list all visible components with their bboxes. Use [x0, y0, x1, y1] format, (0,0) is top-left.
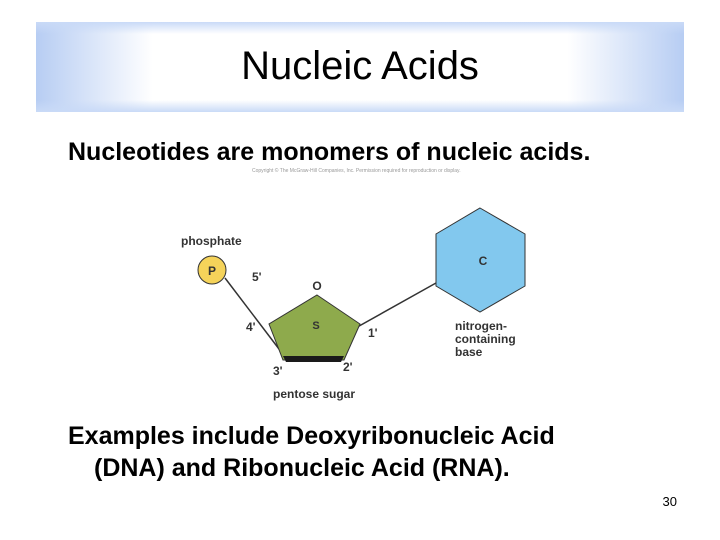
- phosphate-label: phosphate: [181, 234, 242, 248]
- carbon-2-label: 2': [343, 360, 353, 374]
- oxygen-label: O: [312, 279, 321, 293]
- sugar-base-bond: [351, 282, 437, 331]
- carbon-4-label: 4': [246, 320, 256, 334]
- base-symbol: C: [479, 254, 488, 268]
- phosphate-symbol: P: [208, 264, 216, 278]
- slide-title: Nucleic Acids: [241, 44, 479, 88]
- slide-subtitle: Nucleotides are monomers of nucleic acid…: [68, 138, 591, 166]
- nitrogen-base-shape: [435, 207, 526, 313]
- sugar-bottom-edge: [283, 356, 344, 362]
- sugar-symbol: S: [312, 320, 319, 332]
- carbon-1-label: 1': [368, 326, 378, 340]
- carbon-5-label: 5': [252, 270, 262, 284]
- base-label-line-3: base: [455, 345, 483, 359]
- carbon-3-label: 3': [273, 364, 283, 378]
- examples-line-1: Examples include Deoxyribonucleic Acid: [68, 422, 555, 450]
- title-bar: Nucleic Acids: [36, 22, 684, 112]
- phosphate-sugar-bond: [224, 277, 280, 350]
- phosphate-circle: [197, 255, 227, 285]
- copyright-notice: Copyright © The McGraw-Hill Companies, I…: [252, 168, 461, 174]
- examples-line-2: (DNA) and Ribonucleic Acid (RNA).: [94, 454, 510, 482]
- sugar-label: pentose sugar: [273, 387, 355, 401]
- base-label-line-1: nitrogen-: [455, 319, 507, 333]
- base-label-line-2: containing: [455, 332, 516, 346]
- examples-text: Examples include Deoxyribonucleic Acid (…: [68, 420, 555, 484]
- page-number: 30: [662, 494, 677, 509]
